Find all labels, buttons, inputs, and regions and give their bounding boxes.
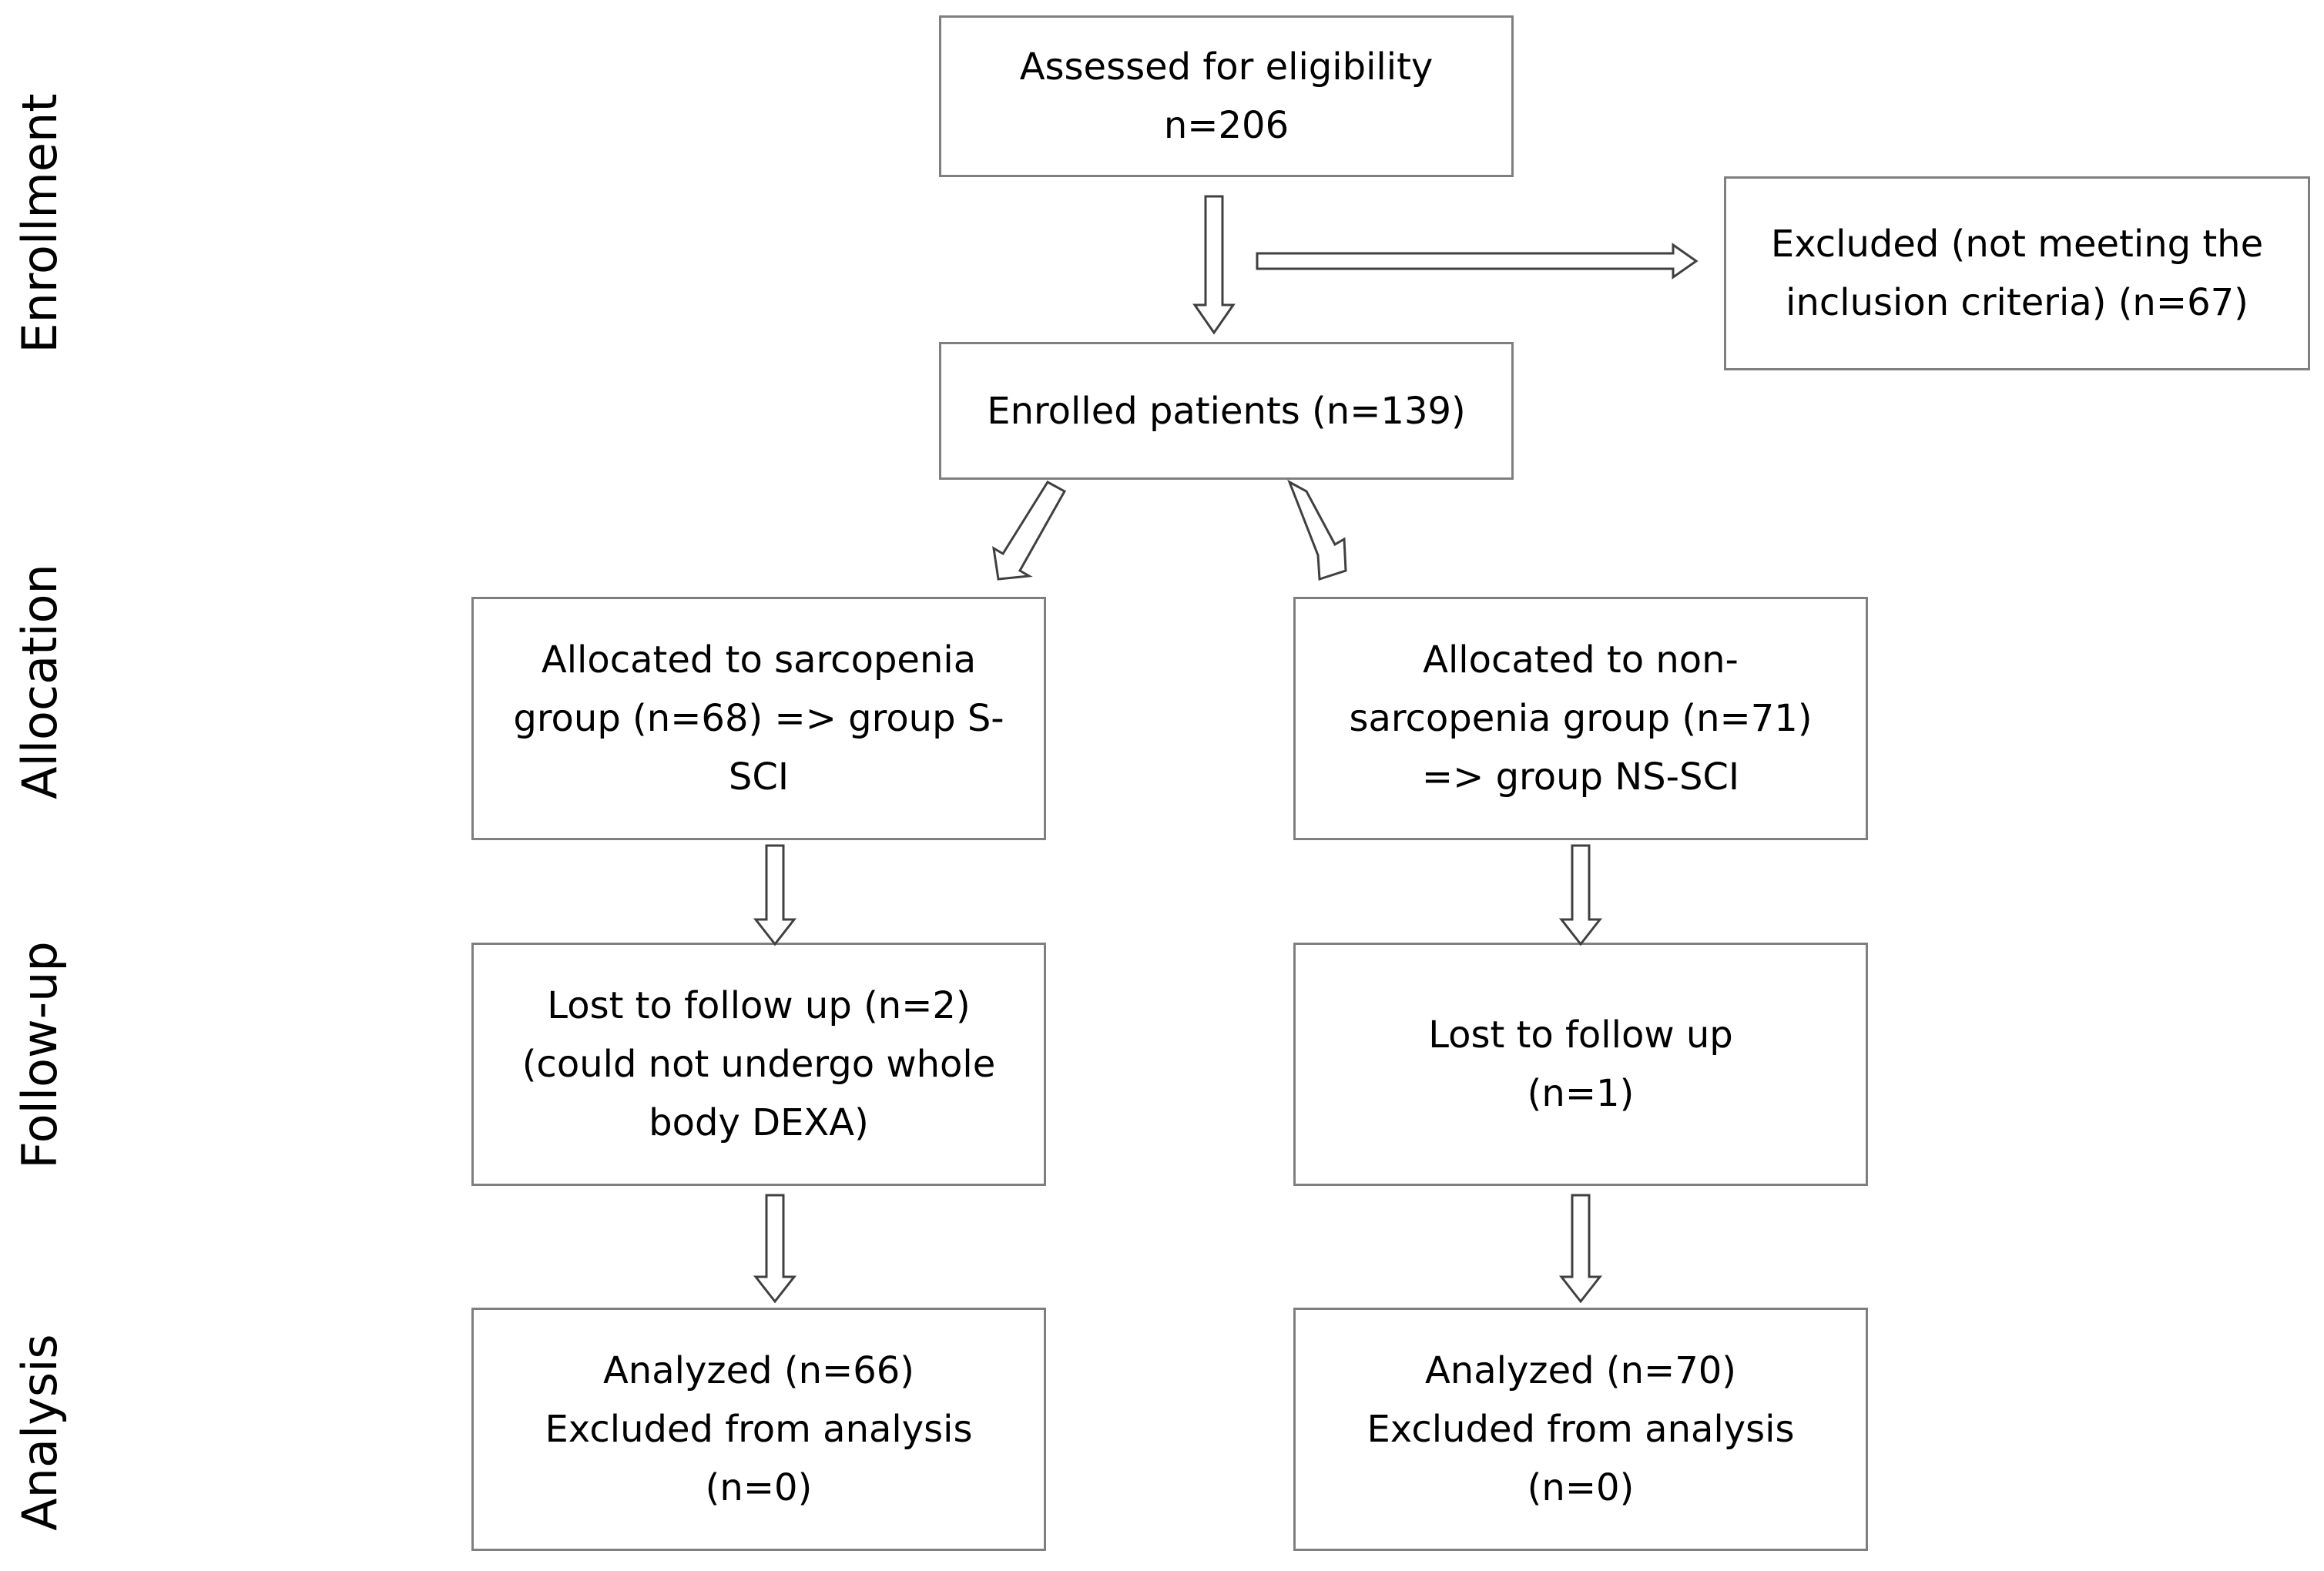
box-lost-to-follow-up-ns: Lost to follow up (n=1) [1293,943,1868,1186]
box-lost-to-follow-up-s: Lost to follow up (n=2) (could not under… [471,943,1046,1186]
box-lost-ns-line-2: (n=1) [1527,1072,1635,1115]
arrow-assessed-to-enrolled [1192,195,1236,335]
box-allocated-s-line-2: group (n=68) => group S- [513,697,1004,740]
arrow-enrolled-to-allocated-s [992,481,1067,581]
box-analyzed-ns: Analyzed (n=70) Excluded from analysis (… [1293,1308,1868,1551]
arrow-allocated-s-to-lost-s [753,844,797,946]
box-analyzed-ns-line-2: Excluded from analysis [1367,1408,1795,1451]
box-analyzed-ns-line-1: Analyzed (n=70) [1424,1349,1737,1392]
box-analyzed-s-line-2: Excluded from analysis [545,1408,973,1451]
box-lost-s-line-1: Lost to follow up (n=2) [547,984,971,1027]
box-assessed-for-eligibility: Assessed for eligibility n=206 [939,15,1514,177]
box-allocated-s-line-1: Allocated to sarcopenia [541,638,977,682]
box-excluded-line-2: inclusion criteria) (n=67) [1786,281,2249,324]
box-excluded: Excluded (not meeting the inclusion crit… [1724,176,2310,370]
box-enrolled-line-1: Enrolled patients (n=139) [987,389,1466,433]
arrow-allocated-ns-to-lost-ns [1558,844,1603,946]
box-analyzed-s-line-1: Analyzed (n=66) [602,1349,915,1392]
arrow-to-excluded [1256,243,1699,280]
box-analyzed-s: Analyzed (n=66) Excluded from analysis (… [471,1308,1046,1551]
arrow-lost-s-to-analyzed-s [753,1194,797,1304]
box-allocated-s-line-3: SCI [728,755,790,799]
box-analyzed-s-line-3: (n=0) [705,1466,813,1509]
box-analyzed-ns-line-3: (n=0) [1527,1466,1635,1509]
box-enrolled-patients: Enrolled patients (n=139) [939,342,1514,480]
box-allocated-ns-line-3: => group NS-SCI [1421,755,1740,799]
box-lost-s-line-3: body DEXA) [649,1101,869,1144]
box-excluded-line-1: Excluded (not meeting the [1770,223,2264,266]
box-allocated-ns-line-1: Allocated to non- [1423,638,1739,682]
box-lost-ns-line-1: Lost to follow up [1428,1013,1733,1057]
arrow-lost-ns-to-analyzed-ns [1558,1194,1603,1304]
box-allocated-ns-line-2: sarcopenia group (n=71) [1349,697,1813,740]
box-allocated-sarcopenia: Allocated to sarcopenia group (n=68) => … [471,597,1046,840]
box-lost-s-line-2: (could not undergo whole [521,1043,996,1086]
arrow-enrolled-to-allocated-ns [1287,479,1347,581]
box-assessed-line-1: Assessed for eligibility [1019,45,1434,89]
box-assessed-line-2: n=206 [1163,104,1289,147]
box-allocated-non-sarcopenia: Allocated to non- sarcopenia group (n=71… [1293,597,1868,840]
